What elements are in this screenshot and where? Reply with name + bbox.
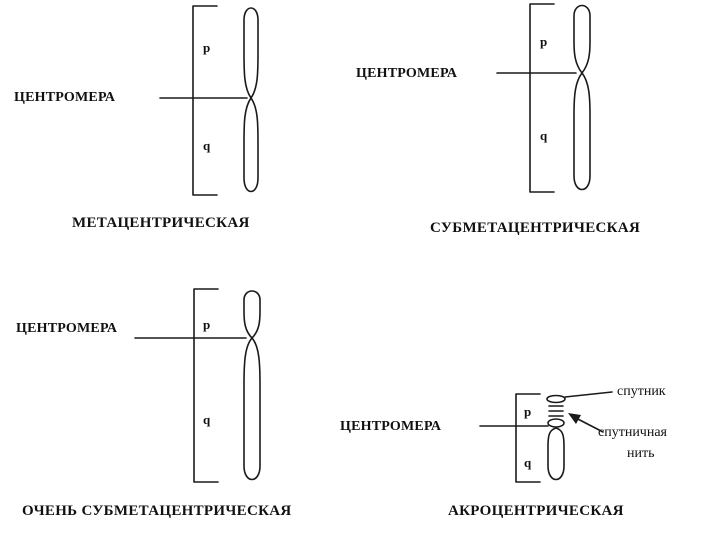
submetacentric-bracket — [530, 4, 554, 192]
acrocentric-figure — [480, 392, 612, 482]
very-submetacentric-centromere-label: ЦЕНТРОМЕРА — [16, 321, 118, 336]
metacentric-centromere-label: ЦЕНТРОМЕРА — [14, 90, 116, 105]
satellite-stalk-label-line1: спутничная — [598, 425, 667, 440]
acrocentric-q-arm — [548, 428, 564, 480]
acrocentric-q-arm-label: q — [524, 455, 532, 470]
very-submetacentric-chromatid-q-arm — [244, 338, 260, 480]
submetacentric-figure — [497, 4, 590, 192]
acrocentric-bracket — [516, 394, 540, 482]
very-submetacentric-bracket — [194, 289, 218, 482]
very-submetacentric-p-arm-label: p — [203, 317, 211, 332]
submetacentric-caption: СУБМЕТАЦЕНТРИЧЕСКАЯ — [430, 220, 641, 236]
metacentric-caption: МЕТАЦЕНТРИЧЕСКАЯ — [72, 215, 250, 231]
metacentric-chromatid-q-arm — [244, 98, 258, 192]
submetacentric-p-arm-label: p — [540, 34, 548, 49]
acrocentric-centromere-label: ЦЕНТРОМЕРА — [340, 419, 442, 434]
acrocentric-caption: АКРОЦЕНТРИЧЕСКАЯ — [448, 503, 624, 519]
very-submetacentric-caption: ОЧЕНЬ СУБМЕТАЦЕНТРИЧЕСКАЯ — [22, 503, 292, 519]
satellite-label: спутник — [617, 384, 666, 399]
submetacentric-q-arm-label: q — [540, 128, 548, 143]
metacentric-bracket — [193, 6, 217, 195]
metacentric-p-arm-label: p — [203, 40, 211, 55]
satellite-stalk-label-line2: нить — [627, 446, 655, 461]
acrocentric-p-arm — [548, 419, 564, 427]
submetacentric-chromatid-p-arm — [574, 6, 590, 74]
acrocentric-p-arm-label: p — [524, 404, 532, 419]
submetacentric-chromatid-q-arm — [574, 73, 590, 190]
metacentric-figure — [160, 6, 258, 195]
very-submetacentric-figure — [135, 289, 260, 482]
very-submetacentric-chromatid-p-arm — [244, 291, 260, 338]
satellite-pointer-line — [565, 392, 612, 397]
satellite-stalk-arrow-head — [568, 413, 581, 424]
acrocentric-satellite — [547, 396, 565, 403]
very-submetacentric-q-arm-label: q — [203, 412, 211, 427]
metacentric-q-arm-label: q — [203, 138, 211, 153]
metacentric-chromatid-p-arm — [244, 8, 258, 98]
submetacentric-centromere-label: ЦЕНТРОМЕРА — [356, 66, 458, 81]
